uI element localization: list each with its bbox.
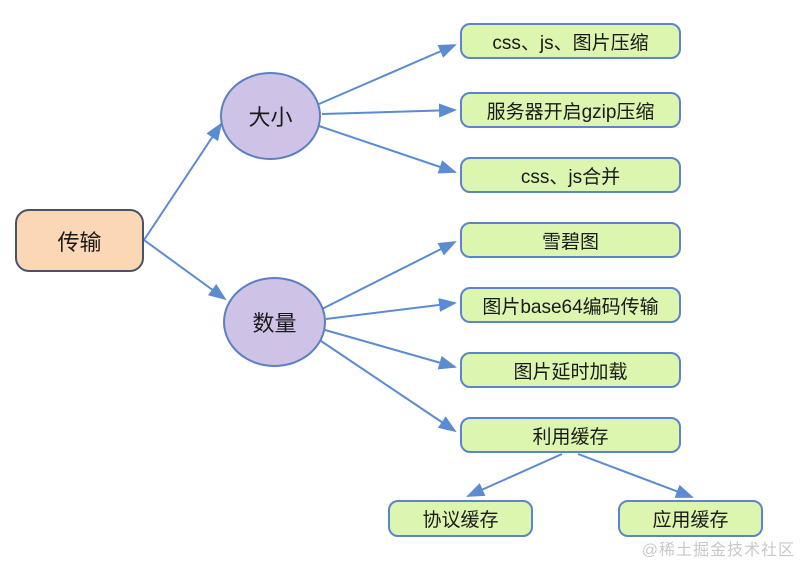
node-leaf-css-js-merge: css、js合并 [460, 157, 681, 193]
node-label: 图片base64编码传输 [482, 296, 659, 318]
node-label: 服务器开启gzip压缩 [486, 101, 655, 123]
node-label: 雪碧图 [541, 231, 599, 253]
connector-count-cache [320, 340, 457, 433]
node-label: css、js合并 [520, 166, 621, 188]
node-label: 应用缓存 [652, 510, 729, 531]
node-label: css、js、图片压缩 [492, 32, 649, 54]
node-label: 图片延时加载 [513, 361, 628, 383]
connector-count-sprite [321, 241, 457, 310]
node-leaf-gzip: 服务器开启gzip压缩 [460, 92, 681, 128]
node-root-transfer: 传输 [15, 209, 144, 272]
node-label: 数量 [252, 311, 297, 336]
connector-count-lazyload [324, 329, 457, 370]
node-leaf-css-js-image-compress: css、js、图片压缩 [460, 23, 681, 59]
watermark: @稀土掘金技术社区 [641, 542, 795, 559]
connector-cache-app [577, 453, 694, 498]
node-leaf-sprite: 雪碧图 [460, 222, 681, 258]
node-branch-size: 大小 [220, 72, 321, 160]
node-label: 传输 [57, 229, 102, 255]
node-leaf-app-cache: 应用缓存 [618, 500, 763, 537]
connector-cache-protocol [466, 453, 563, 497]
connector-count-base64 [325, 298, 457, 320]
node-label: 大小 [248, 105, 293, 130]
node-leaf-use-cache: 利用缓存 [460, 417, 681, 453]
node-label: 协议缓存 [422, 510, 499, 531]
connector-size-merge [318, 125, 457, 174]
connector-size-compress [318, 44, 457, 105]
node-branch-count: 数量 [223, 277, 326, 367]
connector-size-gzip [321, 103, 457, 118]
node-leaf-base64: 图片base64编码传输 [460, 287, 681, 323]
connector-root-size [143, 122, 223, 241]
node-leaf-protocol-cache: 协议缓存 [388, 500, 533, 537]
connector-root-count [143, 239, 227, 301]
node-label: 利用缓存 [532, 426, 609, 448]
node-leaf-lazyload: 图片延时加载 [460, 352, 681, 388]
